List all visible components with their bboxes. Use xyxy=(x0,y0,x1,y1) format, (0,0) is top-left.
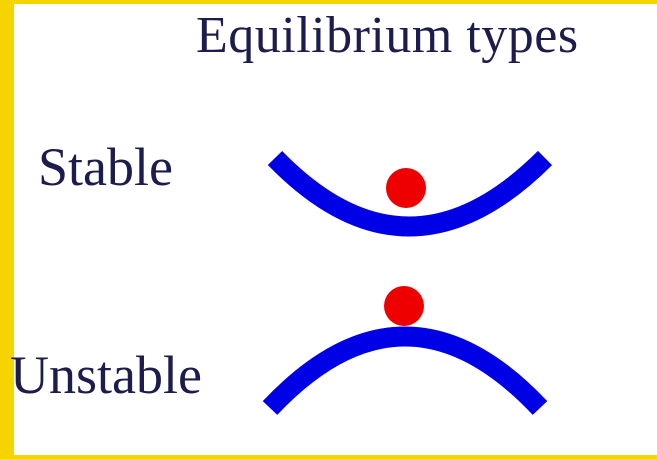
figure-title: Equilibrium types xyxy=(196,7,579,64)
unstable-hill-curve xyxy=(262,326,548,415)
stable-ball xyxy=(386,168,426,208)
unstable-ball xyxy=(384,286,424,326)
unstable-label: Unstable xyxy=(10,345,202,405)
stable-bowl-curve xyxy=(267,150,553,237)
stable-label: Stable xyxy=(38,137,173,197)
